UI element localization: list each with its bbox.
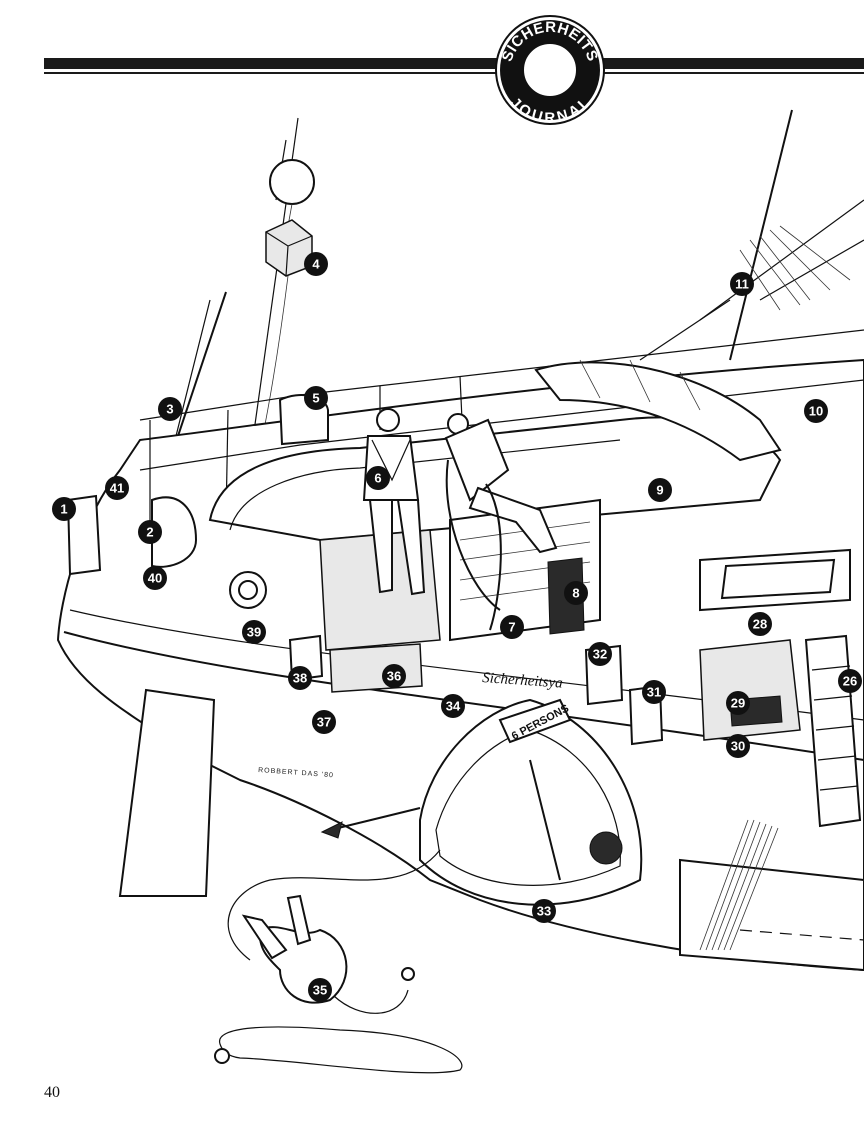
callout-35: 35 bbox=[308, 978, 332, 1002]
svg-text:2: 2 bbox=[146, 525, 153, 540]
callout-30: 30 bbox=[726, 734, 750, 758]
svg-text:34: 34 bbox=[446, 699, 461, 714]
callout-2: 2 bbox=[138, 520, 162, 544]
svg-text:38: 38 bbox=[293, 671, 307, 686]
callout-33: 33 bbox=[532, 899, 556, 923]
callout-36: 36 bbox=[382, 664, 406, 688]
svg-text:1: 1 bbox=[60, 502, 67, 517]
svg-text:8: 8 bbox=[572, 586, 579, 601]
page-number: 40 bbox=[44, 1084, 60, 1101]
svg-text:9: 9 bbox=[656, 483, 663, 498]
svg-text:11: 11 bbox=[735, 277, 749, 292]
header-rule bbox=[44, 58, 864, 74]
svg-text:32: 32 bbox=[593, 647, 607, 662]
svg-text:3: 3 bbox=[166, 402, 173, 417]
callout-37: 37 bbox=[312, 710, 336, 734]
callout-32: 32 bbox=[588, 642, 612, 666]
callout-4: 4 bbox=[304, 252, 328, 276]
callout-10: 10 bbox=[804, 399, 828, 423]
callout-1: 1 bbox=[52, 497, 76, 521]
radar-reflector bbox=[269, 159, 315, 205]
keel bbox=[118, 688, 216, 897]
svg-text:35: 35 bbox=[313, 983, 327, 998]
callout-11: 11 bbox=[730, 272, 754, 296]
svg-text:37: 37 bbox=[317, 715, 331, 730]
callout-28: 28 bbox=[748, 612, 772, 636]
svg-text:41: 41 bbox=[110, 481, 124, 496]
svg-text:31: 31 bbox=[647, 685, 661, 700]
sicherheits-journal-logo: SICHERHEITS JOURNAL bbox=[495, 15, 605, 126]
callout-7: 7 bbox=[500, 615, 524, 639]
callout-41: 41 bbox=[105, 476, 129, 500]
svg-text:6: 6 bbox=[374, 471, 381, 486]
callout-8: 8 bbox=[564, 581, 588, 605]
svg-text:30: 30 bbox=[731, 739, 745, 754]
callout-3: 3 bbox=[158, 397, 182, 421]
liferaft: 6 PERSONS bbox=[227, 698, 643, 961]
svg-text:5: 5 bbox=[312, 391, 319, 406]
svg-text:29: 29 bbox=[731, 696, 745, 711]
person-in-water bbox=[214, 894, 463, 1074]
svg-text:26: 26 bbox=[843, 674, 857, 689]
callout-31: 31 bbox=[642, 680, 666, 704]
svg-text:36: 36 bbox=[387, 669, 401, 684]
svg-text:40: 40 bbox=[148, 571, 162, 586]
svg-text:10: 10 bbox=[809, 404, 823, 419]
callout-39: 39 bbox=[242, 620, 266, 644]
callout-9: 9 bbox=[648, 478, 672, 502]
mast bbox=[729, 109, 793, 361]
crew-figure-2 bbox=[444, 413, 558, 631]
svg-text:28: 28 bbox=[753, 617, 767, 632]
callout-38: 38 bbox=[288, 666, 312, 690]
callout-6: 6 bbox=[366, 466, 390, 490]
svg-text:39: 39 bbox=[247, 625, 261, 640]
callout-26: 26 bbox=[838, 669, 862, 693]
svg-text:33: 33 bbox=[537, 904, 551, 919]
svg-text:7: 7 bbox=[508, 620, 515, 635]
callout-5: 5 bbox=[304, 386, 328, 410]
spray-hood bbox=[534, 361, 782, 462]
callout-34: 34 bbox=[441, 694, 465, 718]
callout-40: 40 bbox=[143, 566, 167, 590]
hull-name: Sicherheitsya bbox=[482, 670, 563, 692]
callout-29: 29 bbox=[726, 691, 750, 715]
svg-text:4: 4 bbox=[312, 257, 320, 272]
